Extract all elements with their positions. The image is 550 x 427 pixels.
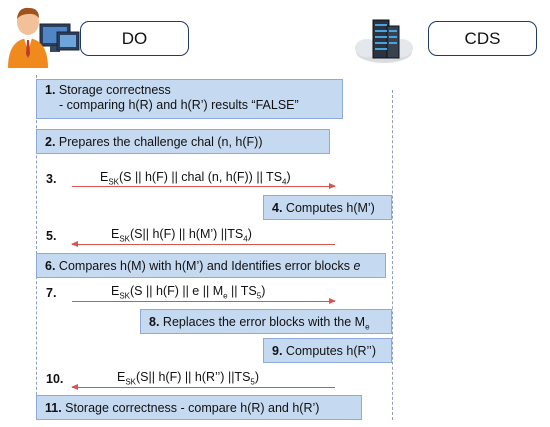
step-text: Computes h(M’) [285,201,375,215]
step-number: 11. [45,401,62,415]
step-6-box: 6. Compares h(M) with h(M’) and Identifi… [36,253,386,278]
step-number: 6. [45,259,56,273]
do-label: DO [80,21,189,56]
step-7-number: 7. [46,286,57,300]
message-10-label: ESK(S|| h(F) || h(R’’) ||TS5) [117,370,260,387]
step-text: Storage correctness [58,83,171,97]
step-text: Storage correctness - compare h(R) and h… [65,401,320,415]
step-text: Compares h(M) with h(M’) and Identifies … [58,259,350,273]
step-1-box: 1. Storage correctness - comparing h(R) … [36,79,343,119]
step-2-box: 2. Prepares the challenge chal (n, h(F)) [36,129,330,154]
cds-lifeline [392,90,393,420]
message-10-arrow [71,384,335,390]
step-number: 9. [272,344,283,358]
message-5-label: ESK(S|| h(F) || h(M’) ||TS4) [111,227,252,244]
step-number: 8. [149,315,160,329]
step-11-box: 11. Storage correctness - compare h(R) a… [36,395,362,420]
step-10-number: 10. [46,372,64,386]
message-5-arrow [71,241,335,247]
step-9-box: 9. Computes h(R’’) [263,338,392,363]
cloud-server-icon [355,19,413,63]
do-lifeline [36,75,37,420]
step-text-sub: e [365,322,370,332]
user-at-computer-icon [8,7,80,68]
cds-label: CDS [428,21,537,56]
message-7-label: ESK(S || h(F) || e || Me || TS5) [111,284,266,301]
step-subtext: - comparing h(R) and h(R’) results “FALS… [59,98,299,112]
step-4-box: 4. Computes h(M’) [263,195,392,220]
step-text-italic: e [353,259,361,273]
step-5-number: 5. [46,229,57,243]
step-number: 1. [45,83,56,97]
step-text: Replaces the error blocks with the M [162,315,366,329]
message-3-arrow [72,183,336,189]
step-number: 2. [45,135,56,149]
step-8-box: 8. Replaces the error blocks with the Me [140,309,392,334]
step-text: Computes h(R’’) [285,344,376,358]
message-7-arrow [72,298,336,304]
step-text: Prepares the challenge chal (n, h(F)) [58,135,263,149]
message-3-label: ESK(S || h(F) || chal (n, h(F)) || TS4) [100,170,291,187]
step-3-number: 3. [46,172,57,186]
step-number: 4. [272,201,283,215]
